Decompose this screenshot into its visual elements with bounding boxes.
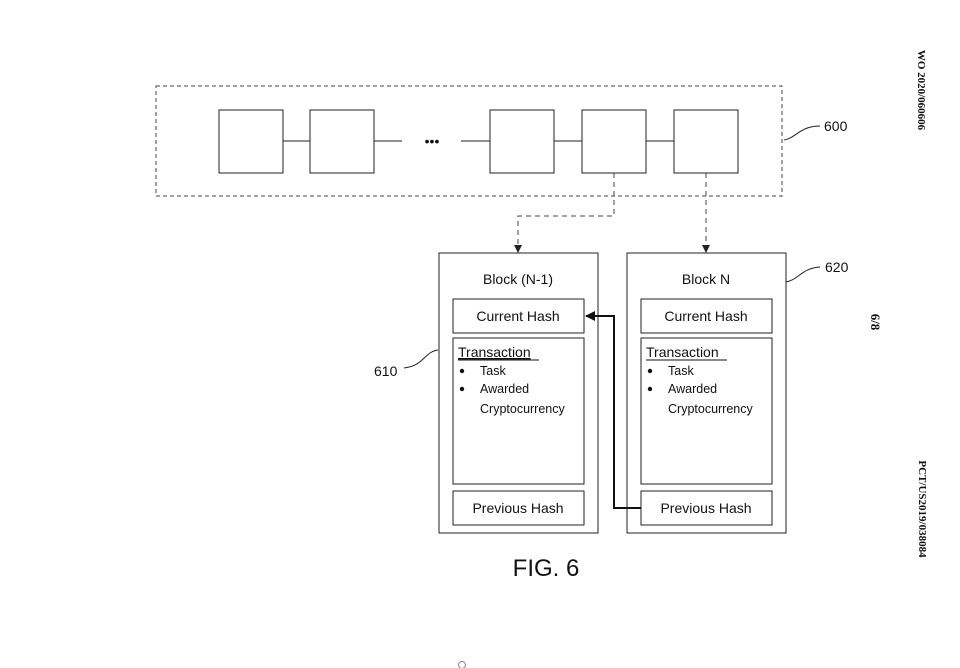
bullet bbox=[459, 368, 465, 374]
block-title: Block N bbox=[682, 271, 730, 287]
previous-hash-box bbox=[452, 490, 585, 526]
figure-caption: FIG. 6 bbox=[513, 555, 580, 582]
bullet bbox=[647, 368, 653, 374]
block-outer bbox=[438, 252, 599, 534]
block-outer bbox=[626, 252, 787, 534]
block-n: Block N Current Hash Transaction Task Aw… bbox=[626, 252, 787, 534]
bullet-cryptocurrency: Cryptocurrency bbox=[480, 402, 565, 416]
current-hash-box bbox=[452, 298, 585, 334]
hash-link-arrow bbox=[585, 311, 641, 509]
ref-600: 600 bbox=[824, 118, 848, 134]
publication-number: WO 2020/060606 bbox=[915, 49, 927, 131]
previous-hash-label: Previous Hash bbox=[472, 500, 563, 516]
ref-620: 620 bbox=[825, 259, 849, 275]
page-mark bbox=[458, 661, 466, 668]
dashed-connector-left bbox=[514, 173, 615, 253]
bullet-awarded: Awarded bbox=[668, 382, 717, 396]
block-title: Block (N-1) bbox=[483, 271, 553, 287]
bullet-task: Task bbox=[668, 364, 694, 378]
bullet bbox=[459, 386, 465, 392]
chain-block-2 bbox=[309, 109, 375, 174]
bullet-cryptocurrency: Cryptocurrency bbox=[668, 402, 753, 416]
chain-block-5 bbox=[673, 109, 739, 174]
chain-block-1 bbox=[218, 109, 284, 174]
block-n-minus-1: Block (N-1) Current Hash Transaction Tas… bbox=[438, 252, 599, 534]
sheet-number: 6/8 bbox=[868, 313, 883, 331]
ref-620-leader bbox=[785, 266, 821, 283]
ref-600-leader bbox=[783, 125, 821, 141]
transaction-heading: Transaction bbox=[458, 344, 531, 360]
bullet bbox=[647, 386, 653, 392]
transaction-box bbox=[640, 337, 773, 485]
chain-block-4 bbox=[581, 109, 647, 174]
previous-hash-label: Previous Hash bbox=[660, 500, 751, 516]
bullet-awarded: Awarded bbox=[480, 382, 529, 396]
application-number: PCT/US2019/038084 bbox=[916, 460, 928, 558]
chain-block-3 bbox=[489, 109, 555, 174]
transaction-box bbox=[452, 337, 585, 485]
current-hash-label: Current Hash bbox=[476, 308, 559, 324]
transaction-heading: Transaction bbox=[646, 344, 719, 360]
current-hash-box bbox=[640, 298, 773, 334]
ref-610: 610 bbox=[374, 363, 398, 379]
current-hash-label: Current Hash bbox=[664, 308, 747, 324]
bullet-task: Task bbox=[480, 364, 506, 378]
ref-610-leader bbox=[403, 349, 439, 369]
chain-ellipsis: ••• bbox=[425, 133, 440, 149]
chain-container bbox=[155, 85, 783, 197]
